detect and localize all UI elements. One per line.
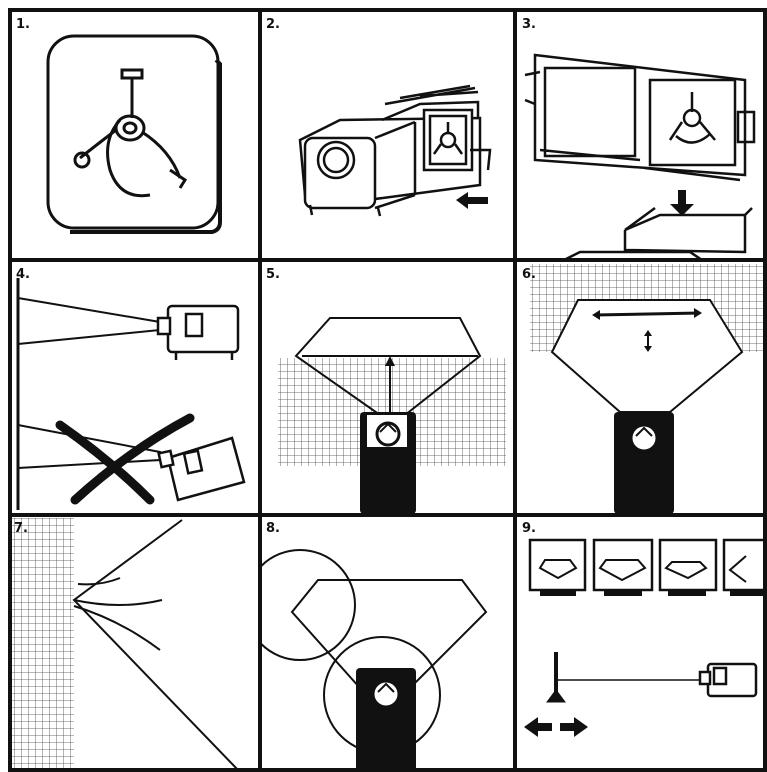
screen-stand-icon	[546, 652, 566, 703]
slide-frame	[528, 538, 587, 596]
panel-4-number: 4.	[16, 267, 30, 282]
projector-tilted-icon	[157, 436, 246, 502]
slide-carrier-icon	[524, 53, 756, 182]
panel-5-number: 5.	[266, 267, 280, 282]
panel-8: 8.	[260, 521, 488, 772]
projector-correct-icon	[156, 304, 240, 360]
panel-7-number: 7.	[14, 521, 28, 536]
panel-borders	[8, 8, 767, 772]
projector-side-icon	[698, 662, 758, 698]
tripod-emblem-icon	[73, 68, 188, 198]
projector-front-icon	[360, 412, 416, 514]
panel-1-number: 1.	[16, 17, 30, 32]
slide-frame	[658, 538, 718, 596]
slide-frame	[722, 538, 765, 596]
panel-2-number: 2.	[266, 17, 280, 32]
panel-2: 2.	[266, 17, 492, 217]
arrow-left-icon	[524, 717, 552, 737]
panel-9: 9.	[522, 521, 765, 737]
projector-front-icon	[356, 668, 416, 772]
panel-5: 5.	[266, 267, 506, 514]
arrow-right-icon	[560, 717, 588, 737]
arrow-down-icon	[670, 190, 694, 216]
panel-3-number: 3.	[522, 17, 536, 32]
arrow-left-icon	[456, 192, 488, 209]
panel-8-number: 8.	[266, 521, 280, 536]
slide-projector-icon	[298, 84, 492, 217]
panel-9-number: 9.	[522, 521, 536, 536]
panel-6: 6.	[522, 264, 765, 514]
projector-top-icon	[561, 206, 753, 260]
panel-3: 3.	[522, 17, 756, 260]
cross-mark-icon	[55, 413, 195, 505]
panel-7: 7.	[10, 518, 239, 771]
screen-grid	[10, 518, 74, 770]
panel-6-number: 6.	[522, 267, 536, 282]
slide-frame	[592, 538, 654, 596]
projector-front-icon	[614, 412, 674, 514]
panel-1: 1.	[16, 17, 222, 234]
panel-4: 4.	[16, 267, 246, 510]
light-beam-diamond	[550, 299, 744, 413]
